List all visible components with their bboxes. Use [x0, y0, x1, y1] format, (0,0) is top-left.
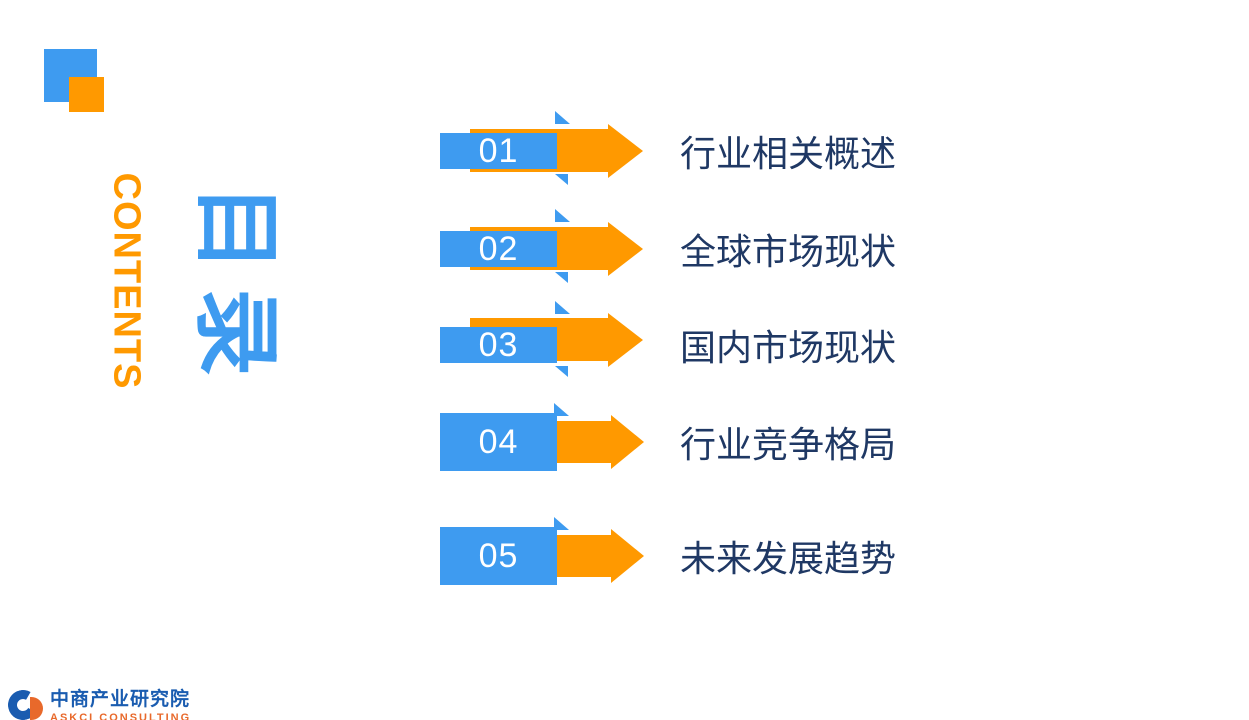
- decor-triangle-icon: [554, 517, 569, 530]
- decor-triangle-icon: [555, 272, 568, 283]
- toc-item-04[interactable]: 04 行业竞争格局: [430, 402, 950, 482]
- toc-item-03[interactable]: 03 国内市场现状: [430, 301, 950, 385]
- toc-number: 02: [478, 229, 519, 268]
- toc-item-01[interactable]: 01 行业相关概述: [430, 111, 950, 191]
- arrow-head-icon: [611, 415, 644, 469]
- arrow-right-icon: [557, 421, 613, 463]
- toc-number-box: 02: [440, 229, 557, 268]
- arrow-head-icon: [608, 222, 643, 276]
- toc-item-02[interactable]: 02 全球市场现状: [430, 209, 950, 289]
- arrow-right-icon: [557, 535, 613, 577]
- logo-text: 中商产业研究院 ASKCI CONSULTING: [50, 688, 191, 720]
- toc-number-box: 03: [440, 325, 557, 364]
- decor-triangle-icon: [555, 209, 570, 222]
- toc-item-05[interactable]: 05 未来发展趋势: [430, 516, 950, 596]
- decor-triangle-icon: [554, 403, 569, 416]
- decor-triangle-icon: [555, 366, 568, 377]
- toc-label: 未来发展趋势: [680, 539, 897, 580]
- decor-square-orange: [69, 77, 104, 112]
- arrow-head-icon: [608, 313, 643, 367]
- toc-number-box: 01: [440, 131, 557, 170]
- toc-number: 05: [478, 536, 519, 575]
- logo-halfdisc-shape: [30, 697, 43, 720]
- toc-number-box: 04: [440, 413, 557, 471]
- decor-triangle-icon: [555, 174, 568, 185]
- toc-number: 04: [478, 422, 519, 461]
- askci-logo: 中商产业研究院 ASKCI CONSULTING: [4, 686, 191, 720]
- askci-logo-icon: [4, 686, 44, 720]
- toc-label: 行业相关概述: [680, 134, 897, 175]
- contents-vertical-label: CONTENTS: [105, 172, 148, 390]
- toc-label: 行业竞争格局: [680, 425, 897, 466]
- page-title-vertical: 目录: [185, 183, 289, 393]
- logo-company-name-cn: 中商产业研究院: [50, 689, 191, 710]
- decor-triangle-icon: [555, 111, 570, 124]
- toc-number-box: 05: [440, 527, 557, 585]
- logo-company-name-en: ASKCI CONSULTING: [50, 712, 192, 720]
- toc-number: 03: [478, 325, 519, 364]
- toc-number: 01: [478, 131, 519, 170]
- arrow-head-icon: [611, 529, 644, 583]
- decor-triangle-icon: [555, 301, 570, 314]
- toc-label: 国内市场现状: [680, 328, 897, 369]
- arrow-head-icon: [608, 124, 643, 178]
- toc-label: 全球市场现状: [680, 232, 897, 273]
